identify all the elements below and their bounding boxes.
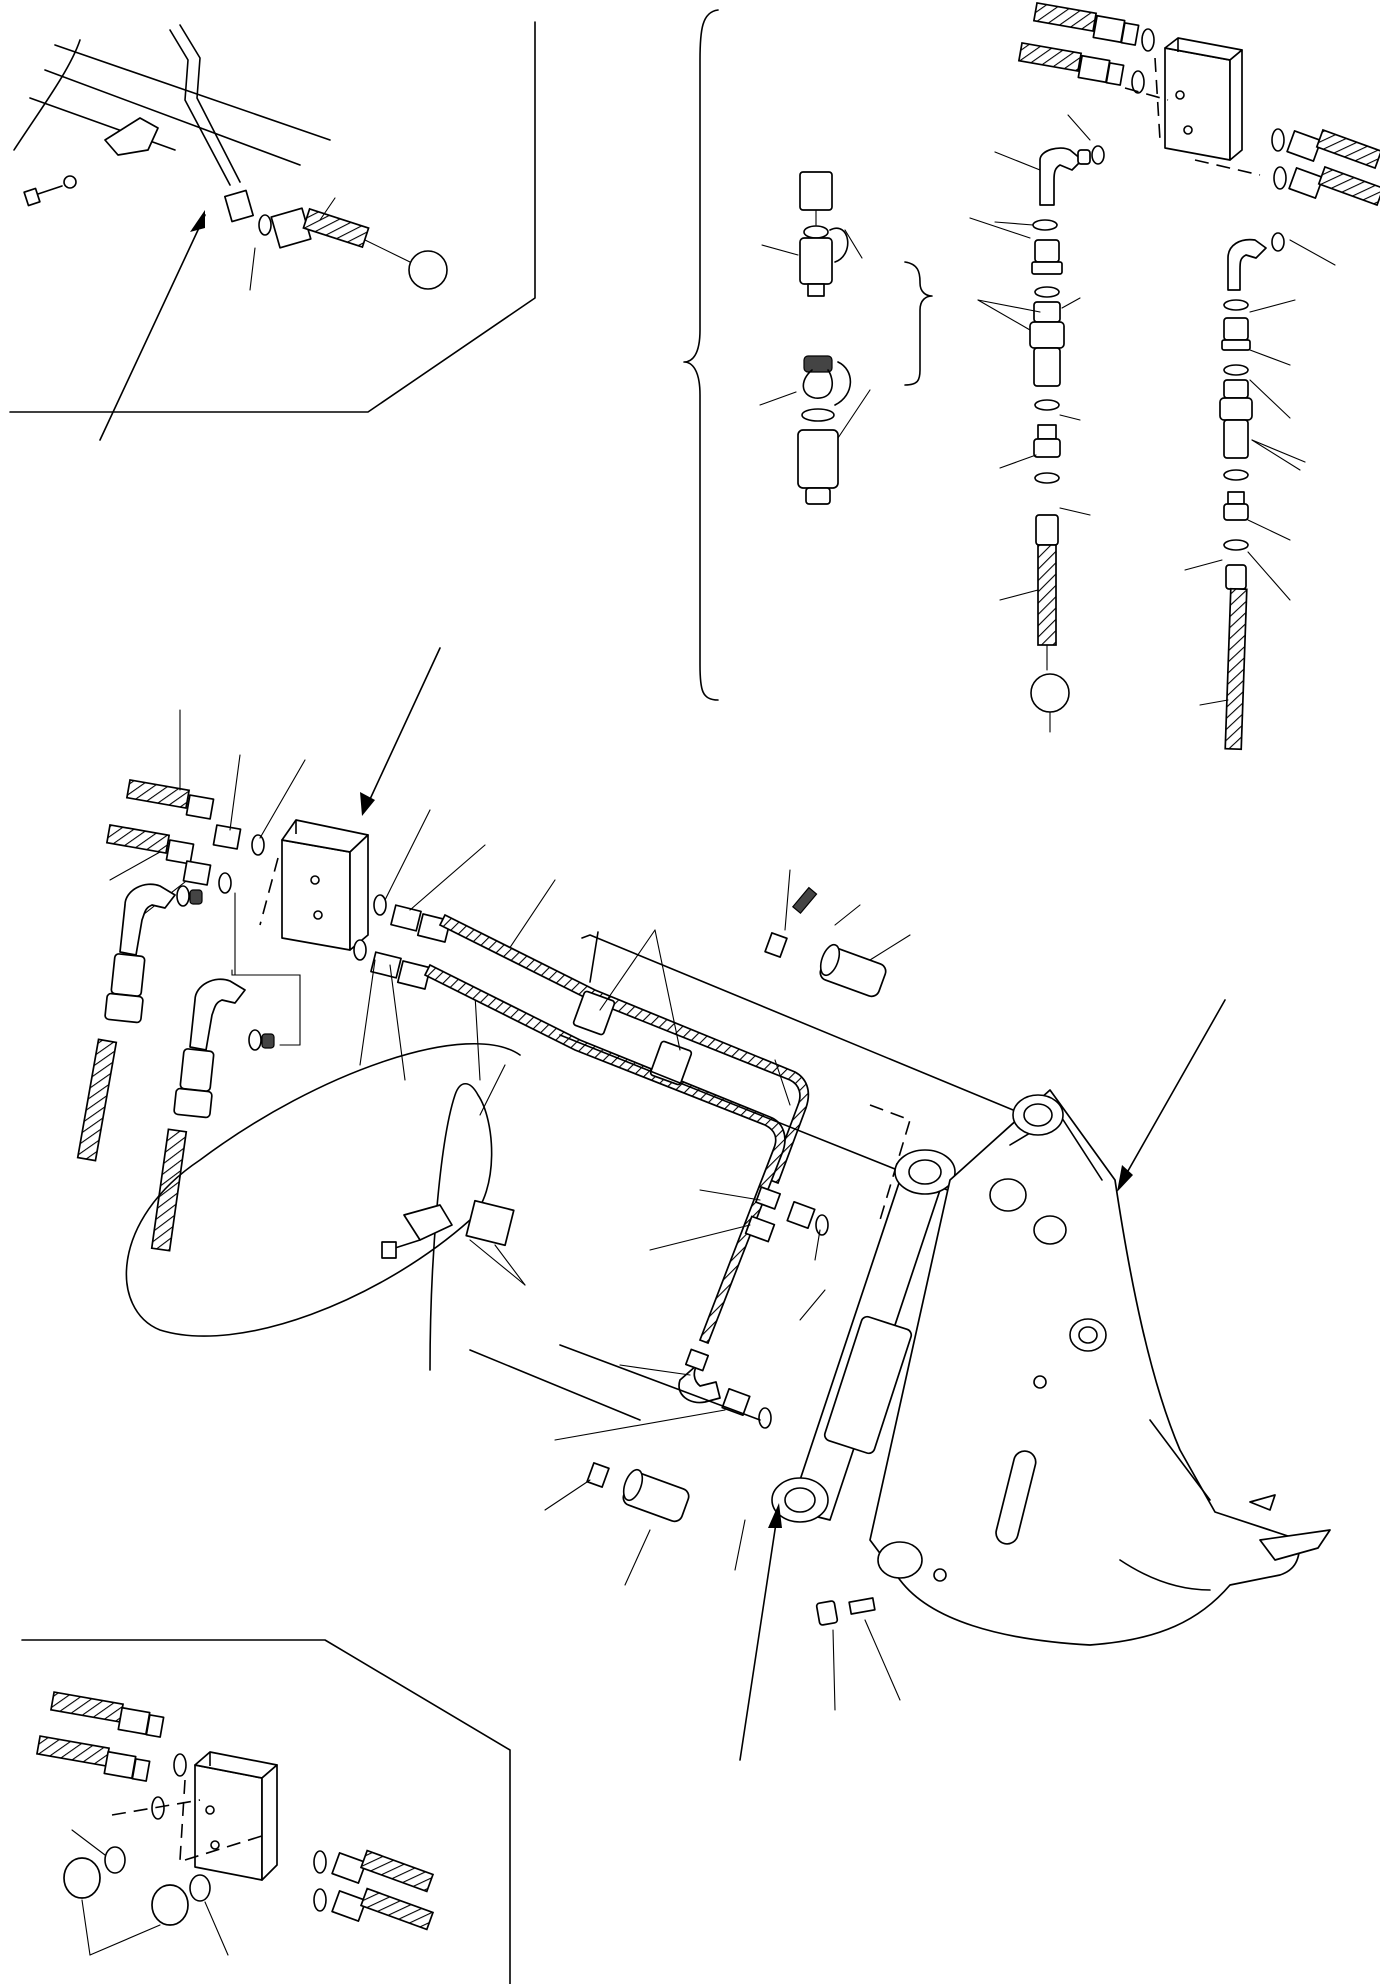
detail-exploded-top-right	[683, 1, 1380, 751]
main-assembly-view	[76, 647, 1331, 1761]
detail-inset-bottom-left	[21, 1639, 511, 1984]
detail-inset-top-left	[9, 21, 536, 441]
